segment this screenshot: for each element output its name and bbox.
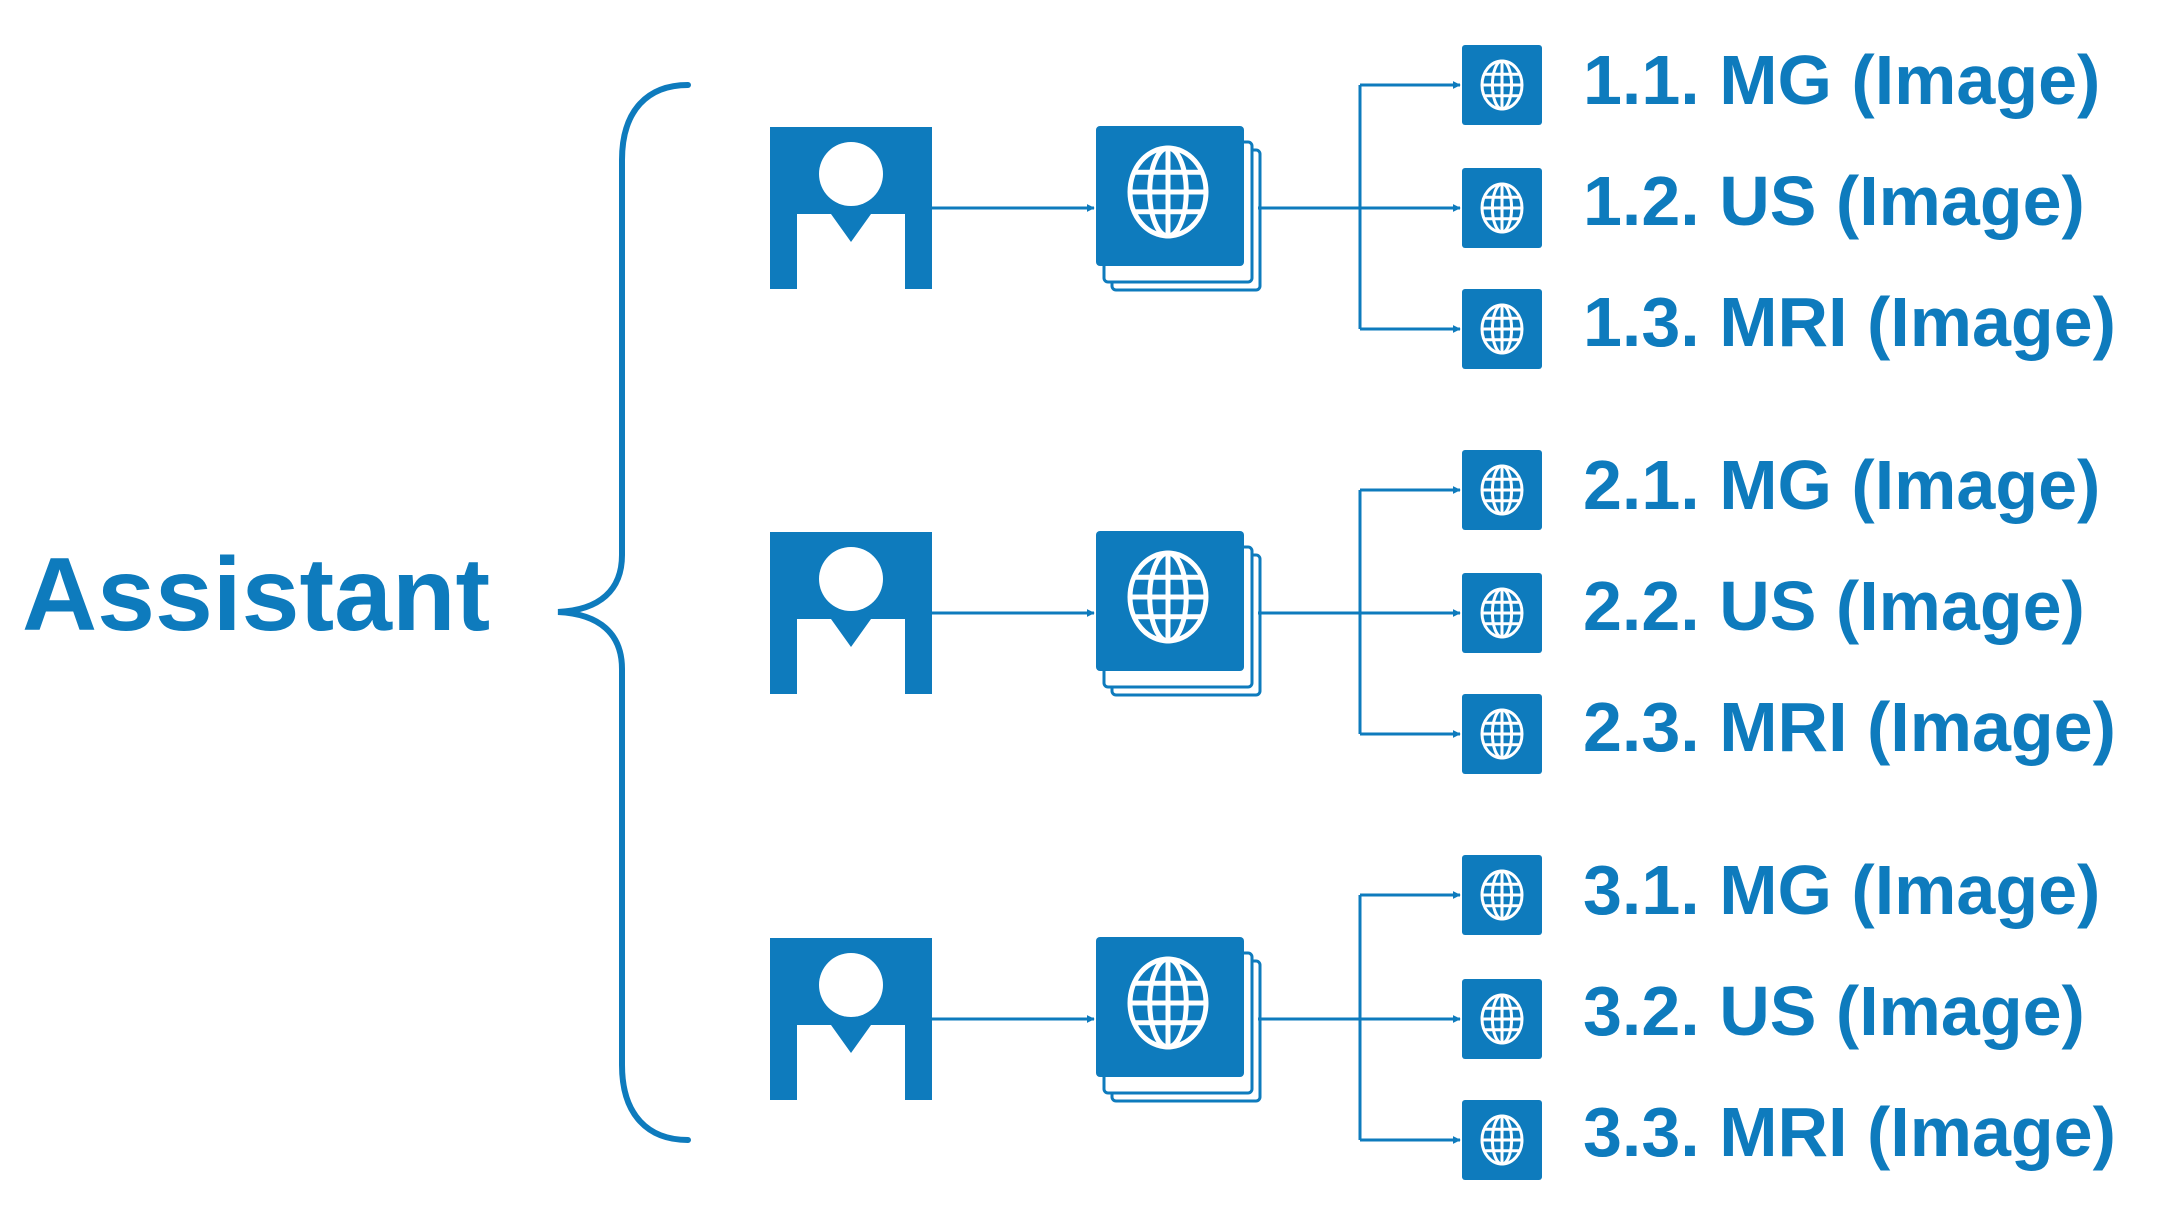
globe-stack-icon-1 xyxy=(1096,126,1262,292)
leaf-label-2-2: 2.2. US (Image) xyxy=(1583,567,2085,645)
globe-icon-2-2 xyxy=(1462,573,1542,653)
leaf-label-2-3: 2.3. MRI (Image) xyxy=(1583,688,2116,766)
globe-icon-1-2 xyxy=(1462,168,1542,248)
leaf-label-1-3: 1.3. MRI (Image) xyxy=(1583,283,2116,361)
globe-stack-icon-2 xyxy=(1096,531,1262,697)
globe-icon-3-1 xyxy=(1462,855,1542,935)
globe-icon-1-1 xyxy=(1462,45,1542,125)
globe-icon-3-3 xyxy=(1462,1100,1542,1180)
leaf-label-3-2: 3.2. US (Image) xyxy=(1583,972,2085,1050)
person-icon-2 xyxy=(770,532,932,694)
leaf-label-2-1: 2.1. MG (Image) xyxy=(1583,446,2101,524)
globe-stack-icon-3 xyxy=(1096,937,1262,1103)
person-icon-3 xyxy=(770,938,932,1100)
leaf-label-1-1: 1.1. MG (Image) xyxy=(1583,41,2101,119)
leaf-label-3-1: 3.1. MG (Image) xyxy=(1583,851,2101,929)
leaf-label-3-3: 3.3. MRI (Image) xyxy=(1583,1093,2116,1171)
person-icon-1 xyxy=(770,127,932,289)
globe-icon-2-1 xyxy=(1462,450,1542,530)
curly-brace xyxy=(557,82,691,1143)
root-label: Assistant xyxy=(22,537,491,653)
globe-icon-2-3 xyxy=(1462,694,1542,774)
globe-icon-1-3 xyxy=(1462,289,1542,369)
globe-icon-3-2 xyxy=(1462,979,1542,1059)
leaf-label-1-2: 1.2. US (Image) xyxy=(1583,162,2085,240)
